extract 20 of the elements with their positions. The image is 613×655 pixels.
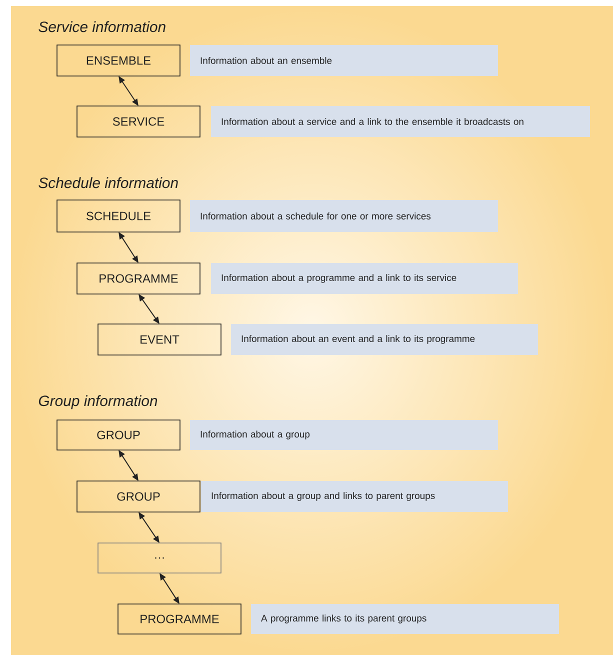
description-box: Information about an ensemble — [190, 45, 498, 76]
description-box: A programme links to its parent groups — [251, 604, 559, 634]
description-box: Information about a group — [190, 420, 498, 450]
placeholder-box: … — [98, 542, 222, 574]
description-box: Information about a schedule for one or more services — [190, 200, 498, 232]
entity-box: EVENT — [98, 324, 222, 356]
entity-box: ENSEMBLE — [56, 44, 180, 76]
description-box: Information about an event and a link to its programme — [231, 324, 538, 355]
entity-box: PROGRAMME — [118, 604, 242, 634]
description-box: Information about a group and links to parent groups — [201, 481, 508, 512]
description-box: Information about a service and a link to the ensemble it broadcasts on — [211, 106, 590, 137]
section-heading: Service information — [38, 21, 166, 32]
description-box: Information about a programme and a link to its service — [211, 263, 518, 294]
section-heading: Group information — [38, 395, 158, 410]
entity-box: SERVICE — [76, 106, 200, 138]
entity-box: PROGRAMME — [76, 262, 200, 294]
entity-box: GROUP — [76, 480, 200, 512]
entity-box: SCHEDULE — [56, 200, 180, 232]
section-heading: Schedule information — [38, 177, 178, 188]
entity-box: GROUP — [56, 420, 180, 450]
